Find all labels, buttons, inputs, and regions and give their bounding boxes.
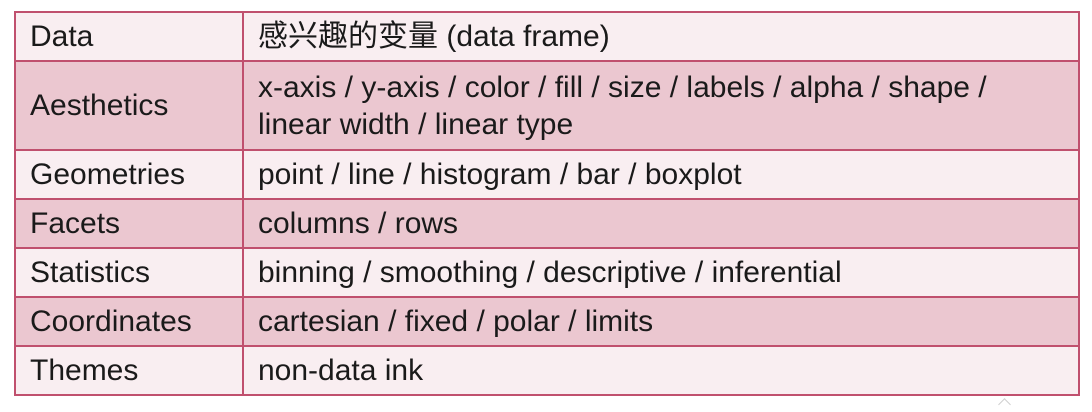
row-value: cartesian / fixed / polar / limits xyxy=(242,296,1080,347)
row-value: point / line / histogram / bar / boxplot xyxy=(242,149,1080,200)
row-label: Themes xyxy=(14,345,244,396)
table-row-facets: Facets columns / rows xyxy=(14,198,1080,249)
table-row-themes: Themes non-data ink xyxy=(14,345,1080,396)
row-value: 感兴趣的变量 (data frame) xyxy=(242,11,1080,62)
row-label: Statistics xyxy=(14,247,244,298)
row-label: Data xyxy=(14,11,244,62)
table-row-statistics: Statistics binning / smoothing / descrip… xyxy=(14,247,1080,298)
row-label: Aesthetics xyxy=(14,60,244,151)
row-value: x-axis / y-axis / color / fill / size / … xyxy=(242,60,1080,151)
row-label: Facets xyxy=(14,198,244,249)
row-label: Coordinates xyxy=(14,296,244,347)
grammar-of-graphics-table: Data 感兴趣的变量 (data frame) Aesthetics x-ax… xyxy=(14,11,1080,396)
table-row-data: Data 感兴趣的变量 (data frame) xyxy=(14,11,1080,62)
cursor-arrow-icon xyxy=(998,398,1011,411)
table-row-aesthetics: Aesthetics x-axis / y-axis / color / fil… xyxy=(14,60,1080,151)
row-label: Geometries xyxy=(14,149,244,200)
row-value: non-data ink xyxy=(242,345,1080,396)
row-value: binning / smoothing / descriptive / infe… xyxy=(242,247,1080,298)
row-value: columns / rows xyxy=(242,198,1080,249)
table-row-coordinates: Coordinates cartesian / fixed / polar / … xyxy=(14,296,1080,347)
table-row-geometries: Geometries point / line / histogram / ba… xyxy=(14,149,1080,200)
